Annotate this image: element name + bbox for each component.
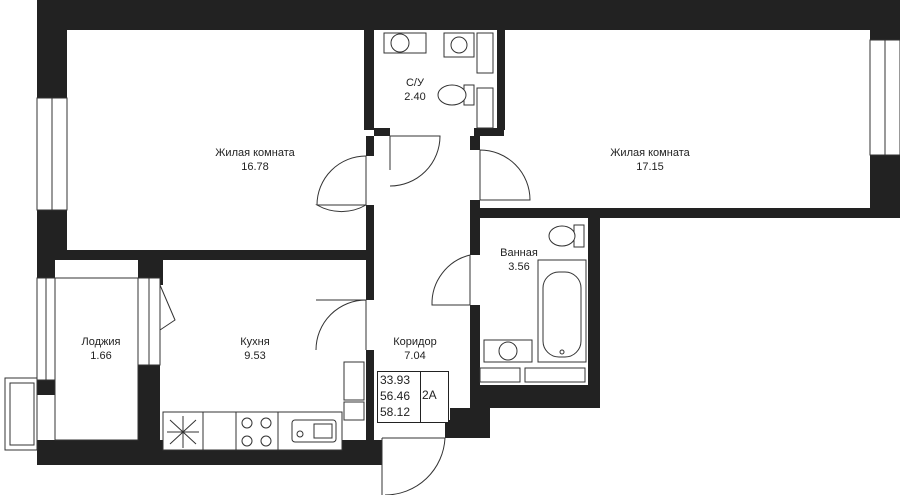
area-summary: 33.93 56.46 58.12 2А bbox=[377, 371, 449, 423]
bathtub-icon bbox=[537, 259, 587, 363]
room-bath-area: 3.56 bbox=[508, 261, 530, 273]
room-loggia-area: 1.66 bbox=[90, 350, 112, 362]
apartment-type: 2А bbox=[422, 388, 437, 402]
total-with-loggia-value: 58.12 bbox=[380, 405, 411, 419]
living-area-value: 33.93 bbox=[380, 373, 411, 387]
room-kitchen-area: 9.53 bbox=[244, 350, 266, 362]
room-loggia-name: Лоджия bbox=[81, 336, 121, 348]
kitchen-sink-icon bbox=[291, 419, 337, 443]
room-living1-area: 16.78 bbox=[241, 161, 269, 173]
walls bbox=[37, 0, 900, 465]
room-wc-label: С/У 2.40 bbox=[404, 76, 425, 104]
room-wc-name: С/У bbox=[405, 77, 424, 89]
room-bath-label: Ванная 3.56 bbox=[500, 246, 538, 274]
room-living2-name: Жилая комната bbox=[610, 147, 690, 159]
room-living2-area: 17.15 bbox=[636, 161, 664, 173]
fixtures bbox=[162, 32, 587, 451]
room-living2-label: Жилая комната 17.15 bbox=[610, 146, 689, 174]
sink-icon bbox=[483, 339, 533, 363]
room-kitchen-name: Кухня bbox=[240, 336, 270, 348]
toilet-icon bbox=[437, 84, 475, 106]
room-kitchen-label: Кухня 9.53 bbox=[240, 335, 269, 363]
room-corridor-area: 7.04 bbox=[404, 350, 426, 362]
room-corridor-label: Коридор 7.04 bbox=[393, 335, 436, 363]
doors bbox=[159, 135, 531, 495]
windows bbox=[4, 39, 900, 451]
area-values: 33.93 56.46 58.12 bbox=[380, 372, 421, 422]
room-corridor-name: Коридор bbox=[393, 336, 437, 348]
room-wc-area: 2.40 bbox=[404, 91, 426, 103]
room-living1-label: Жилая комната 16.78 bbox=[215, 146, 294, 174]
stove-icon bbox=[235, 411, 279, 451]
room-loggia-label: Лоджия 1.66 bbox=[82, 335, 121, 363]
room-bath-name: Ванная bbox=[500, 247, 538, 259]
total-area-value: 56.46 bbox=[380, 389, 411, 403]
fan-icon bbox=[162, 411, 204, 451]
toilet-icon bbox=[548, 224, 585, 248]
room-living1-name: Жилая комната bbox=[215, 147, 295, 159]
